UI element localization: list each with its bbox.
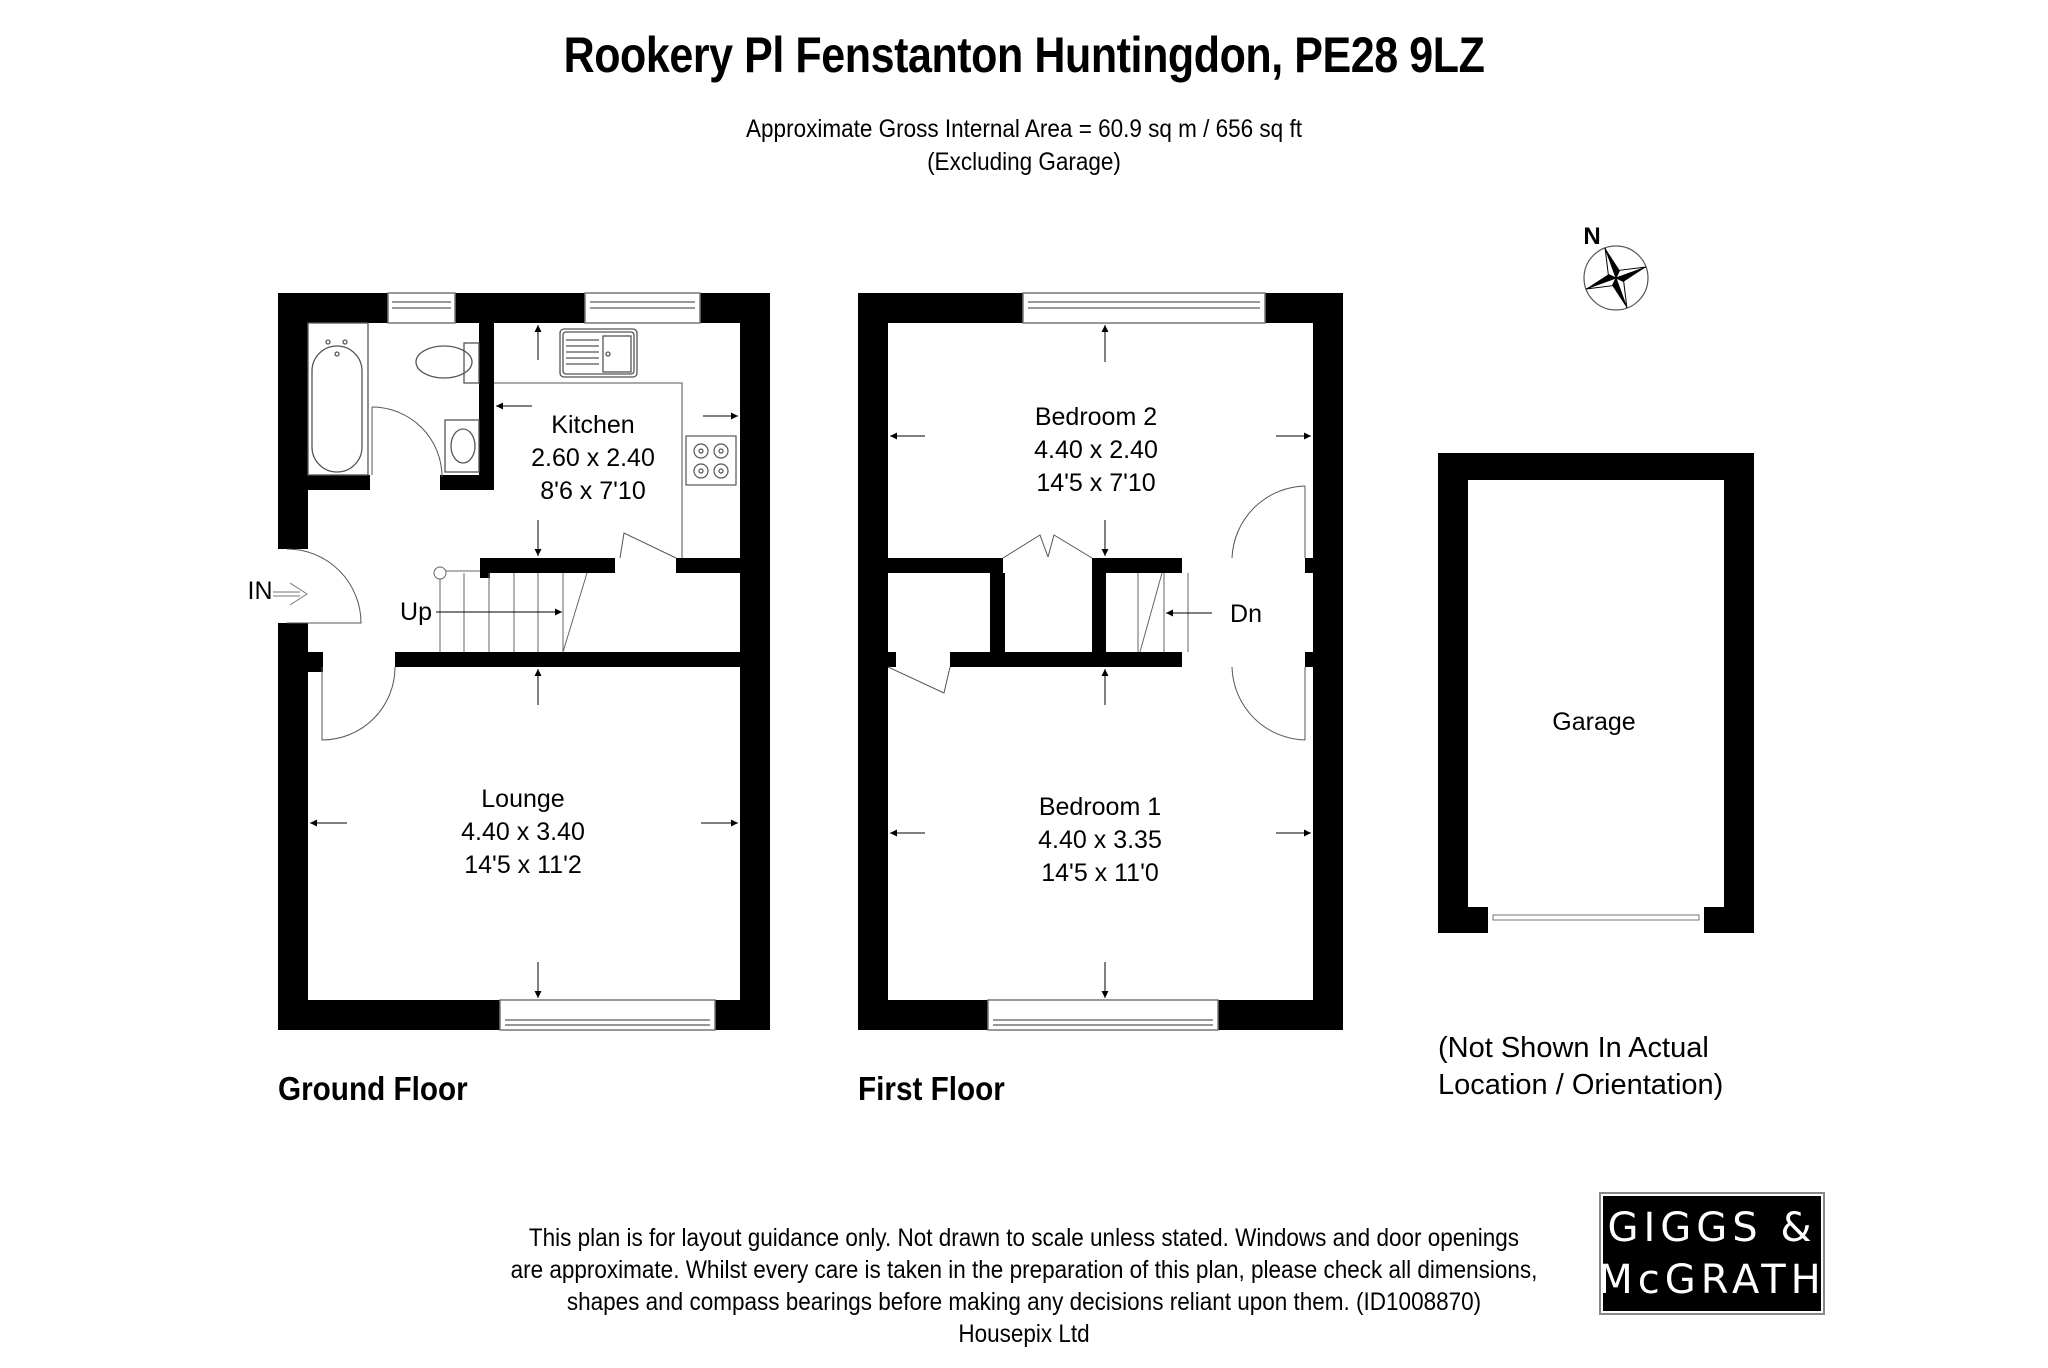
area-note: (Excluding Garage) [927,148,1121,176]
entrance-arrow-icon [273,582,308,606]
disclaimer-line3: shapes and compass bearings before makin… [566,1288,1482,1316]
area-summary: Approximate Gross Internal Area = 60.9 s… [746,115,1302,143]
stairs-down-label: Dn [1230,600,1262,628]
garage-note: (Not Shown In Actual Location / Orientat… [1438,1030,1723,1104]
bedroom2-metric: 4.40 x 2.40 [1034,436,1158,464]
agent-logo: GIGGS & McGRATH [1598,1192,1826,1315]
kitchen-metric: 2.60 x 2.40 [531,444,655,472]
disclaimer: This plan is for layout guidance only. N… [102,1222,1945,1350]
first-floor-plan: Dn Bedroom 2 4.40 x 2.40 14'5 x 7'10 Bed… [858,292,1343,1031]
bedroom1-name: Bedroom 1 [1039,793,1161,821]
logo-line1: GIGGS & [1607,1204,1817,1251]
kitchen-imperial: 8'6 x 7'10 [540,477,645,505]
hob-icon [685,435,737,486]
compass-north-label: N [1583,223,1600,250]
garage-note-line2: Location / Orientation) [1438,1069,1724,1101]
toilet-icon [415,342,480,384]
lounge-name: Lounge [481,785,564,813]
page-title: Rookery Pl Fenstanton Huntingdon, PE28 9… [563,27,1485,83]
lounge-metric: 4.40 x 3.40 [461,818,585,846]
ground-stairs [433,566,588,653]
disclaimer-line1: This plan is for layout guidance only. N… [528,1224,1520,1252]
lounge-imperial: 14'5 x 11'2 [464,851,582,879]
sink-icon [559,328,638,378]
washbasin-icon [444,419,480,473]
garage-note-line1: (Not Shown In Actual [1438,1032,1709,1064]
stairs-up-label: Up [400,598,432,626]
bedroom2-name: Bedroom 2 [1035,403,1157,431]
garage-name: Garage [1552,708,1635,736]
ground-floor-label: Ground Floor [278,1070,468,1107]
bedroom1-metric: 4.40 x 3.35 [1038,826,1162,854]
entrance-label: IN [248,577,273,605]
garage-plan: Garage [1438,453,1754,933]
ground-floor-plan: Kitchen 2.60 x 2.40 8'6 x 7'10 Lounge 4.… [248,292,770,1031]
bath-icon [307,322,369,476]
disclaimer-credit: Housepix Ltd [958,1320,1090,1348]
disclaimer-line2: are approximate. Whilst every care is ta… [510,1256,1538,1284]
ground-floor-walls [278,293,770,1030]
kitchen-name: Kitchen [551,411,634,439]
logo-line2: McGRATH [1598,1256,1826,1303]
bedroom1-imperial: 14'5 x 11'0 [1041,859,1159,887]
bedroom2-imperial: 14'5 x 7'10 [1036,469,1155,497]
first-floor-label: First Floor [858,1070,1005,1107]
compass-rose-icon [1583,245,1649,311]
